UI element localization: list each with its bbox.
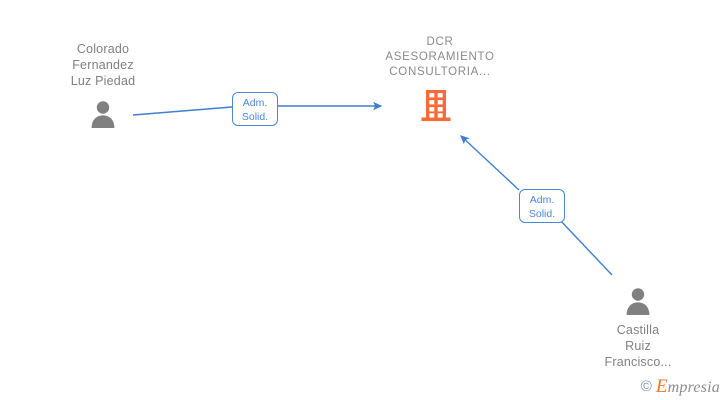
edge-line-castilla-to-box2 (558, 218, 613, 276)
building-icon (421, 90, 451, 122)
edge-label-adm-solid-1[interactable]: Adm. Solid. (232, 92, 278, 126)
person-icon (623, 285, 653, 315)
watermark-brand: Empresia (656, 377, 720, 396)
node-label-company-dcr: DCR ASESORAMIENTO CONSULTORIA... (385, 36, 495, 78)
watermark-brand-initial: E (655, 376, 668, 397)
node-label-person-colorado: Colorado Fernandez Luz Piedad (70, 42, 136, 88)
edge-label-adm-solid-2[interactable]: Adm. Solid. (519, 189, 565, 223)
empresia-watermark: © Empresia (641, 377, 720, 396)
copyright-icon: © (640, 378, 652, 395)
person-icon (88, 98, 118, 128)
edge-line-box2-to-company (460, 135, 520, 191)
edge-line-colorado-to-box (132, 106, 233, 116)
watermark-brand-rest: mpresia (667, 379, 720, 396)
node-label-person-castilla: Castilla Ruiz Francisco... (604, 323, 672, 369)
